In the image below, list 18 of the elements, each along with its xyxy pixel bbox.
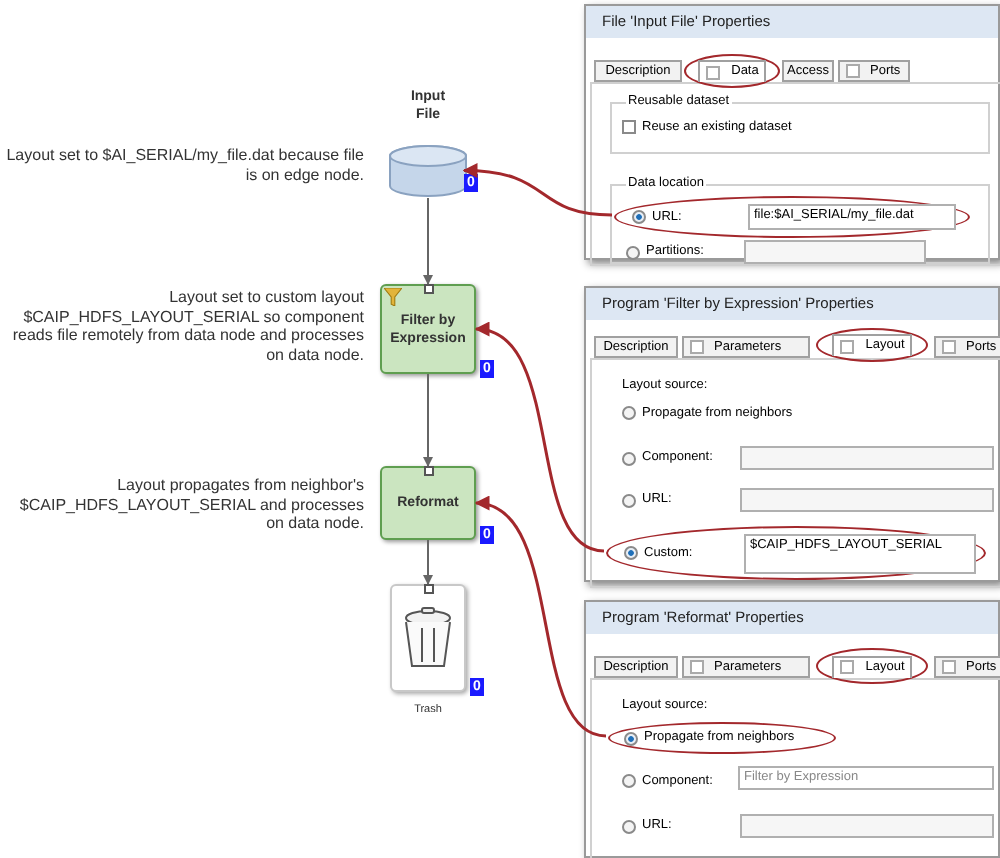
flow-arrow bbox=[423, 197, 433, 285]
highlight-ellipse bbox=[684, 54, 780, 88]
callout-arrow bbox=[462, 163, 613, 217]
annotation-text: Layout propagates from neighbor's $CAIP_HDFS_LAYOUT_SERIAL and processes on data node. bbox=[17, 476, 364, 533]
properties-dialog bbox=[584, 600, 1000, 858]
highlight-ellipse bbox=[816, 648, 928, 684]
properties-dialog bbox=[584, 286, 1000, 582]
highlight-ellipse bbox=[614, 196, 970, 238]
callout-arrow bbox=[474, 498, 607, 738]
annotation-text: Layout set to custom layout $CAIP_HDFS_LAYOUT_SERIAL so component reads file remotely from data node and processes on data node. bbox=[10, 288, 364, 364]
annotation-text: Layout set to $AI_SERIAL/my_file.dat because file is on edge node. bbox=[4, 146, 364, 184]
flow-arrow bbox=[423, 373, 433, 467]
flow-arrow bbox=[423, 539, 433, 585]
callout-arrow bbox=[474, 324, 605, 553]
highlight-ellipse bbox=[816, 328, 928, 362]
process-box bbox=[380, 466, 476, 540]
process-box bbox=[380, 284, 476, 374]
properties-dialog bbox=[584, 4, 1000, 260]
